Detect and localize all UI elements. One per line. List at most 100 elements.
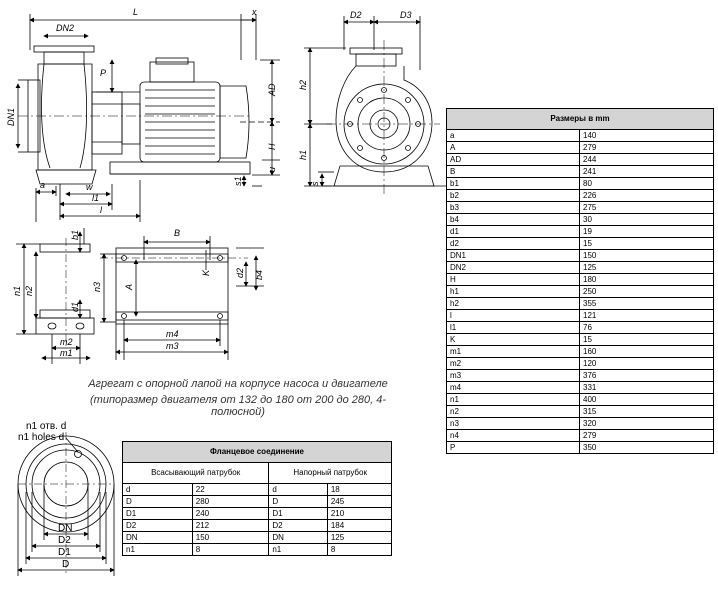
dimension-value: 15	[579, 333, 714, 346]
dim-h1: h1	[298, 150, 308, 160]
dim-s1: s1	[233, 176, 243, 186]
flange-dimension-labels: DN D2 D1 D	[58, 523, 72, 570]
discharge-value: 184	[326, 519, 393, 532]
suction-param: D	[122, 495, 193, 508]
dimension-name: B	[446, 165, 580, 178]
dimension-name: m2	[446, 357, 580, 370]
caption-line-2: (типоразмер двигателя от 132 до 180 от 2…	[90, 394, 386, 418]
dimension-value: 376	[579, 369, 714, 382]
dimension-value: 244	[579, 153, 714, 166]
suction-value: 240	[191, 507, 270, 520]
dimension-value: 180	[579, 273, 714, 286]
dimension-value: 150	[579, 249, 714, 262]
dimension-name: n4	[446, 429, 580, 442]
dimension-name: m3	[446, 369, 580, 382]
dim-AD: AD	[267, 83, 277, 97]
suction-param: d	[122, 483, 193, 496]
dimension-name: H	[446, 273, 580, 286]
dimension-value: 241	[579, 165, 714, 178]
discharge-value: 245	[326, 495, 393, 508]
dimension-value: 120	[579, 357, 714, 370]
dimension-value: 279	[579, 141, 714, 154]
dimension-value: 160	[579, 345, 714, 358]
dimension-name: h2	[446, 297, 580, 310]
suction-param: D2	[122, 519, 193, 532]
dim-D3: D3	[400, 10, 412, 20]
dimension-name: AD	[446, 153, 580, 166]
dimension-value: 125	[579, 261, 714, 274]
dimension-value: 320	[579, 417, 714, 430]
dim-d1: d1	[70, 302, 80, 312]
dimension-value: 76	[579, 321, 714, 334]
dim-d2: d2	[235, 268, 245, 278]
end-view	[304, 16, 446, 194]
dimension-name: P	[446, 441, 580, 454]
dimension-value: 350	[579, 441, 714, 454]
dimension-name: l	[446, 309, 580, 322]
discharge-param: d	[268, 483, 328, 496]
dimension-value: 121	[579, 309, 714, 322]
dimension-name: DN2	[446, 261, 580, 274]
dimension-labels: L x DN2 P AD H DN1 a w l1 l u s1 D2 D3 h…	[6, 7, 412, 358]
foot-detail	[16, 228, 95, 364]
flange-table: Фланцевое соединение Всасывающий патрубо…	[121, 441, 393, 556]
dimension-name: m1	[446, 345, 580, 358]
dim-m2: m2	[60, 337, 73, 347]
dimension-name: a	[446, 129, 580, 142]
dim-D2-flange: D2	[58, 535, 71, 546]
dimension-name: b1	[446, 177, 580, 190]
dim-w: w	[86, 182, 93, 192]
dimension-name: d2	[446, 237, 580, 250]
dimension-name: l1	[446, 321, 580, 334]
suction-value: 8	[191, 543, 270, 556]
side-view	[15, 14, 280, 222]
suction-value: 150	[191, 531, 270, 544]
dimension-name: b4	[446, 213, 580, 226]
dimension-value: 80	[579, 177, 714, 190]
dim-a: a	[40, 180, 45, 190]
discharge-value: 8	[326, 543, 393, 556]
dimension-value: 140	[579, 129, 714, 142]
dim-DN1: DN1	[6, 108, 16, 126]
dim-DN2: DN2	[56, 23, 74, 33]
flange-table-title: Фланцевое соединение	[122, 441, 392, 463]
dimension-name: m4	[446, 381, 580, 394]
dim-H: H	[267, 143, 277, 150]
discharge-value: 18	[326, 483, 393, 496]
dimension-value: 400	[579, 393, 714, 406]
dimension-value: 19	[579, 225, 714, 238]
dim-l1: l1	[92, 193, 99, 203]
dimension-name: n3	[446, 417, 580, 430]
suction-value: 280	[191, 495, 270, 508]
dim-DN: DN	[58, 523, 72, 534]
discharge-param: DN	[268, 531, 328, 544]
dim-h2: h2	[298, 80, 308, 90]
dim-m1: m1	[60, 348, 73, 358]
dim-b1: b1	[70, 230, 80, 240]
dim-u: u	[267, 167, 277, 172]
holes-label-ru: n1 отв. d	[26, 421, 67, 432]
dim-b4: b4	[254, 270, 264, 280]
